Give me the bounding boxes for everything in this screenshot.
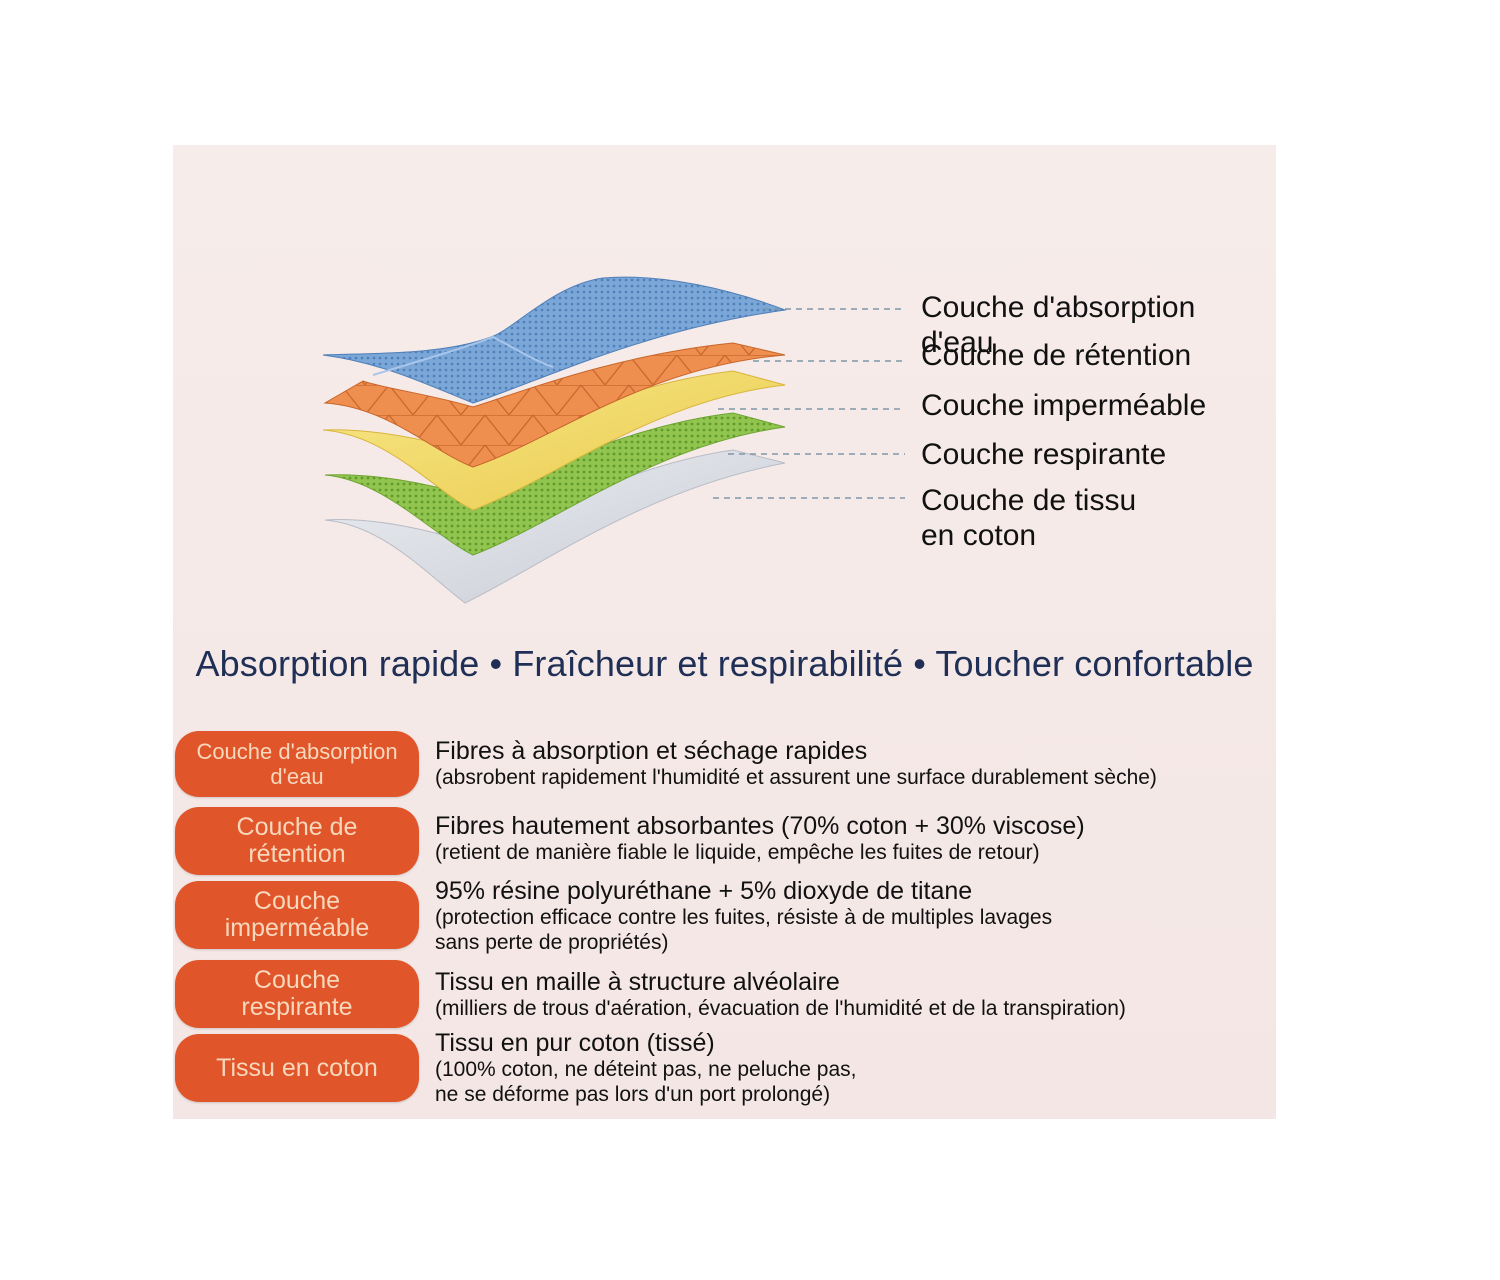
spec-row-retention: Couche de rétention Fibres hautement abs… xyxy=(173,807,1276,877)
layer-badge: Tissu en coton xyxy=(175,1034,419,1102)
layer-label-retention: Couche de rétention xyxy=(921,339,1192,372)
spec-main: Tissu en maille à structure alvéolaire xyxy=(435,968,840,996)
spec-main: 95% résine polyuréthane + 5% dioxyde de … xyxy=(435,877,973,905)
spec-description: Fibres à absorption et séchage rapides (… xyxy=(435,738,1157,790)
spec-row-breathable: Couche respirante Tissu en maille à stru… xyxy=(173,960,1276,1030)
layer-badge: Couche imperméable xyxy=(175,881,419,949)
layer-label-breathable: Couche respirante xyxy=(921,438,1167,471)
spec-main: Tissu en pur coton (tissé) xyxy=(435,1029,715,1057)
spec-note: (milliers de trous d'aération, évacuatio… xyxy=(435,997,1126,1020)
spec-note: (protection efficace contre les fuites, … xyxy=(435,906,1053,954)
fabric-layers-illustration xyxy=(322,276,905,604)
spec-description: Fibres hautement absorbantes (70% coton … xyxy=(435,813,1085,865)
spec-row-cotton: Tissu en coton Tissu en pur coton (tissé… xyxy=(173,1030,1276,1106)
layer-badge: Couche respirante xyxy=(175,960,419,1028)
spec-main: Fibres hautement absorbantes (70% coton … xyxy=(435,812,1085,840)
benefits-tagline: Absorption rapide • Fraîcheur et respira… xyxy=(195,643,1254,684)
spec-note: (retient de manière fiable le liquide, e… xyxy=(435,841,1040,864)
water-absorption-layer xyxy=(322,276,787,404)
spec-note: (100% coton, ne déteint pas, ne peluche … xyxy=(435,1058,857,1106)
retention-layer xyxy=(323,342,786,468)
spec-description: Tissu en pur coton (tissé) (100% coton, … xyxy=(435,1030,856,1107)
spec-row-water: Couche d'absorption d'eau Fibres à absor… xyxy=(173,730,1276,800)
layer-badge: Couche de rétention xyxy=(175,807,419,875)
spec-note: (absrobent rapidement l'humidité et assu… xyxy=(435,766,1157,789)
layer-label-waterproof: Couche imperméable xyxy=(921,389,1207,422)
layer-badge: Couche d'absorption d'eau xyxy=(175,731,419,797)
layer-label-water: Couche d'absorption d'eau xyxy=(921,291,1196,359)
leader-lines xyxy=(713,308,905,499)
spec-description: 95% résine polyuréthane + 5% dioxyde de … xyxy=(435,878,1052,955)
spec-description: Tissu en maille à structure alvéolaire (… xyxy=(435,969,1126,1021)
spec-main: Fibres à absorption et séchage rapides xyxy=(435,737,868,765)
layer-label-cotton: Couche de tissu en coton xyxy=(921,484,1137,552)
spec-row-waterproof: Couche imperméable 95% résine polyurétha… xyxy=(173,878,1276,955)
product-info-panel: Couche d'absorption d'eau Couche de réte… xyxy=(173,145,1276,1119)
